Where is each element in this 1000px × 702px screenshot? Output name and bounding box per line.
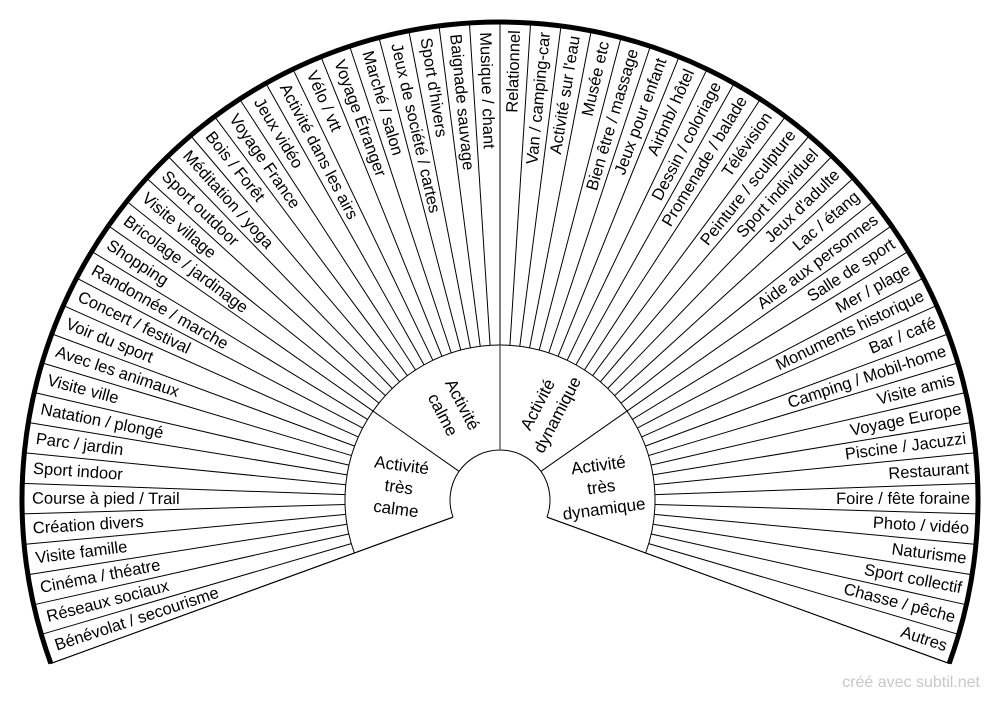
activity-label: Photo / vidéo — [872, 514, 969, 538]
activity-divider — [509, 22, 532, 346]
activity-divider — [648, 362, 959, 457]
activity-divider — [91, 251, 368, 420]
activity-divider — [653, 523, 973, 576]
activity-divider — [592, 116, 786, 376]
activity-label: Relationnel — [503, 30, 524, 113]
activity-divider — [378, 37, 462, 351]
activity-label: Course à pied / Trail — [32, 490, 180, 508]
activity-divider — [41, 543, 352, 635]
activity-divider — [648, 543, 959, 635]
activity-divider — [126, 200, 380, 404]
activity-divider — [22, 482, 346, 496]
category-divider — [546, 516, 646, 554]
activity-divider — [292, 68, 434, 361]
activity-divider — [27, 523, 347, 576]
activity-divider — [575, 83, 735, 366]
activity-divider — [654, 482, 978, 496]
activity-divider — [468, 22, 491, 346]
activity-divider — [76, 277, 363, 429]
activity-divider — [637, 277, 924, 429]
activity-divider — [265, 83, 425, 366]
activity-divider — [652, 421, 972, 476]
activity-divider — [557, 56, 680, 357]
activity-divider — [320, 56, 443, 357]
activity-divider — [538, 37, 622, 351]
activity-divider — [620, 200, 874, 404]
category-divider — [540, 410, 628, 472]
activity-divider — [566, 68, 708, 361]
activity-divider — [583, 98, 761, 371]
activity-divider — [63, 305, 359, 438]
activity-divider — [519, 25, 562, 347]
activity-divider — [24, 452, 346, 486]
activity-divider — [108, 225, 374, 412]
hub — [449, 449, 551, 518]
activity-divider — [645, 552, 950, 664]
activity-divider — [438, 25, 481, 347]
activity-divider — [24, 513, 346, 545]
activity-divider — [349, 46, 452, 354]
activity-divider — [654, 513, 976, 545]
activity-divider — [146, 177, 386, 396]
activity-divider — [654, 452, 976, 486]
activity-divider — [548, 46, 651, 354]
category-label-line: très — [586, 476, 617, 499]
activity-divider — [167, 155, 393, 389]
activity-divider — [239, 98, 417, 371]
credit-watermark: créé avec subtil.net — [842, 674, 980, 691]
activity-divider — [408, 30, 471, 348]
activity-divider — [529, 30, 592, 348]
activity-divider — [614, 177, 854, 396]
activity-divider — [650, 391, 966, 466]
activity-label: Restaurant — [888, 460, 970, 483]
category-label-line: très — [384, 476, 415, 499]
activity-label: Musique / chant — [476, 32, 498, 149]
activity-divider — [28, 421, 348, 476]
activity-divider — [34, 391, 350, 466]
activity-divider — [22, 504, 346, 515]
category-divider — [354, 516, 454, 554]
activity-label: Foire / fête foraine — [836, 490, 970, 508]
activity-divider — [50, 552, 355, 664]
activity-divider — [626, 225, 892, 412]
activity-divider — [33, 533, 349, 606]
activity-divider — [190, 135, 401, 383]
outer-rim — [19, 19, 981, 665]
activity-divider — [645, 333, 949, 447]
activity-divider — [632, 251, 909, 420]
category-ring — [344, 344, 656, 554]
activity-divider — [51, 333, 355, 447]
activity-divider — [607, 155, 833, 389]
activity-divider — [41, 362, 352, 457]
category-divider — [372, 410, 460, 472]
activity-divider — [651, 533, 967, 606]
activity-divider — [599, 135, 810, 383]
activity-divider — [641, 305, 937, 438]
activity-divider — [654, 504, 978, 515]
activity-divider — [214, 116, 408, 376]
